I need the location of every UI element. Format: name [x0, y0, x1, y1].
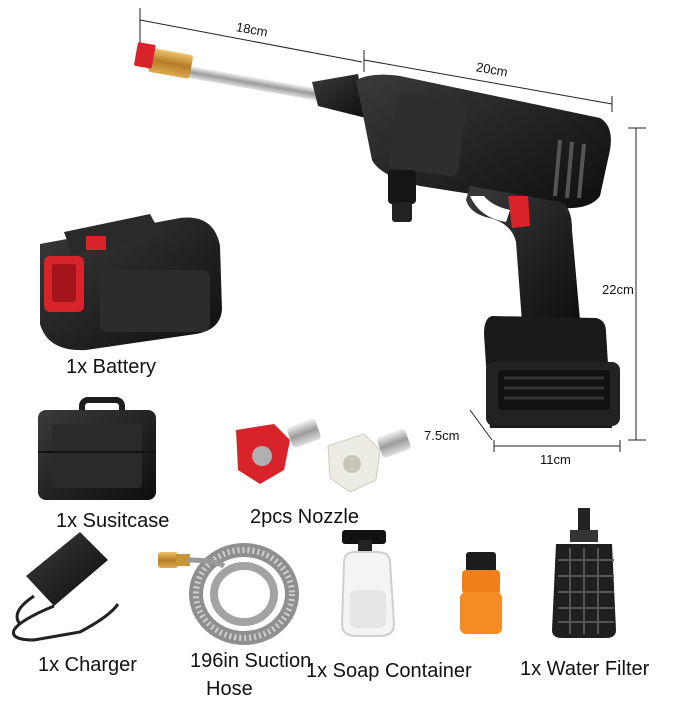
- nozzle-red-icon: [236, 418, 321, 484]
- dimension-depth: 7.5cm: [424, 428, 460, 443]
- suitcase-icon: [38, 397, 156, 500]
- label-battery: 1x Battery: [66, 356, 157, 378]
- label-charger: 1x Charger: [38, 654, 137, 676]
- label-nozzle: 2pcs Nozzle: [250, 506, 359, 528]
- label-hose-line1: 196in Suction: [190, 650, 312, 672]
- dimension-lines: [139, 8, 646, 452]
- water-filter-icon: [552, 508, 616, 638]
- label-water-filter: 1x Water Filter: [520, 658, 650, 680]
- dimension-height: 22cm: [602, 282, 634, 297]
- connector-icon: [460, 552, 502, 634]
- label-hose-line2: Hose: [206, 678, 253, 700]
- hose-icon: [158, 543, 299, 645]
- soap-container-icon: [340, 530, 396, 637]
- battery-icon: [40, 214, 222, 351]
- spray-gun-icon: [134, 42, 620, 428]
- nozzle-white-icon: [327, 428, 411, 493]
- dimension-battery-width: 11cm: [540, 452, 571, 467]
- label-suitcase: 1x Susitcase: [56, 510, 170, 532]
- label-soap-container: 1x Soap Container: [306, 660, 472, 682]
- charger-icon: [11, 532, 120, 642]
